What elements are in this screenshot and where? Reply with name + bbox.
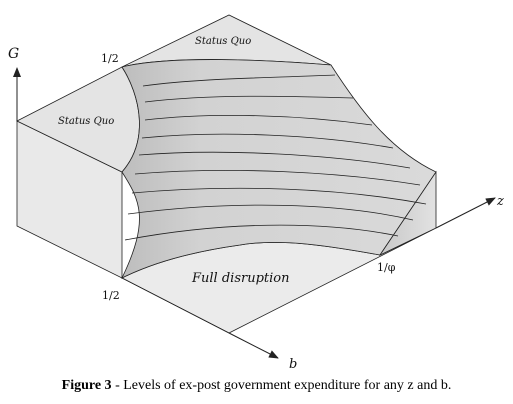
half-top-label: 1/2 (101, 52, 119, 65)
z-axis-label: z (496, 194, 504, 209)
half-bottom-label: 1/2 (102, 289, 120, 302)
full-disruption-label: Full disruption (191, 271, 289, 286)
caption-figure-label: Figure 3 (61, 378, 112, 393)
z-axis (435, 197, 496, 229)
caption-text: - Levels of ex-post government expenditu… (111, 378, 452, 393)
inv-phi-label: 1/φ (377, 261, 396, 274)
status-quo-top-label: Status Quo (195, 36, 251, 47)
b-axis-label: b (289, 357, 297, 372)
g-axis-label: G (8, 46, 19, 62)
status-quo-left-label: Status Quo (58, 116, 114, 127)
figure-3-plot: G z b 1/2 1/2 1/φ Status Quo Status Quo … (8, 14, 504, 372)
b-axis (228, 332, 279, 359)
right-wedge (378, 170, 437, 257)
curved-surface (121, 59, 437, 279)
figure-caption: Figure 3 - Levels of ex-post government … (0, 378, 513, 394)
level-lines (124, 74, 427, 241)
hidden-edge (121, 277, 230, 334)
